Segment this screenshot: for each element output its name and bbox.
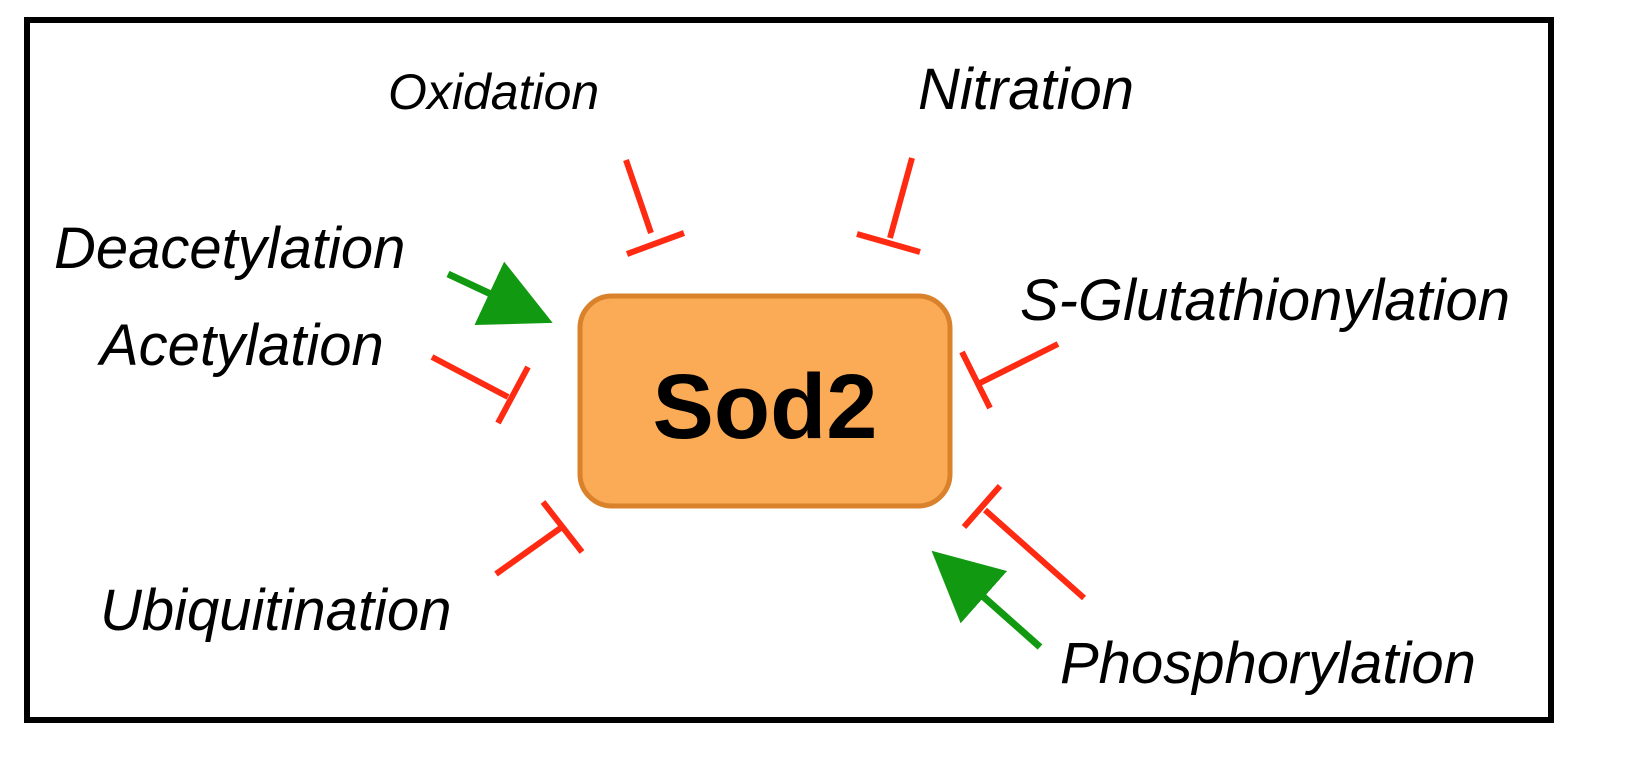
oxidation-inhibit-bar (625, 230, 686, 257)
acetylation-label: Acetylation (97, 313, 384, 378)
oxidation-label: Oxidation (388, 64, 599, 120)
phosphorylation-inhibit-line (983, 507, 1086, 601)
s-glutathionylation-label: S-Glutathionylation (1020, 268, 1510, 333)
deacetylation-label: Deacetylation (54, 216, 405, 281)
ubiquitination-inhibit-bar (540, 500, 585, 554)
ubiquitination-inhibit-line (494, 524, 564, 577)
nitration-inhibition-edge (856, 157, 921, 255)
sod2-box (577, 293, 953, 509)
acetylation-inhibition-edge (430, 354, 531, 425)
nitration-label: Nitration (918, 57, 1134, 122)
deacetylation-activation-arrow (446, 261, 553, 325)
phosphorylation-label: Phosphorylation (1060, 631, 1476, 696)
nitration-inhibit-bar (856, 231, 921, 255)
sod2-label: Sod2 (653, 356, 878, 458)
phosphorylation-inhibition-edge (961, 484, 1086, 601)
phosphorylation-inhibit-bar (961, 484, 1003, 529)
oxidation-inhibition-edge (623, 159, 686, 257)
sod2-node: Sod2 (577, 293, 953, 509)
s-glutathionylation-inhibit-line (978, 341, 1060, 386)
nitration-inhibit-line (887, 157, 915, 239)
acetylation-inhibit-bar (495, 365, 531, 425)
s-glutathionylation-inhibition-edge (959, 341, 1060, 410)
acetylation-inhibit-line (430, 354, 510, 400)
ubiquitination-label: Ubiquitination (100, 578, 451, 643)
oxidation-inhibit-line (623, 159, 654, 234)
phosphorylation-activation-arrow (931, 550, 1043, 650)
ubiquitination-inhibition-edge (494, 500, 585, 577)
s-glutathionylation-inhibit-bar (959, 350, 993, 410)
